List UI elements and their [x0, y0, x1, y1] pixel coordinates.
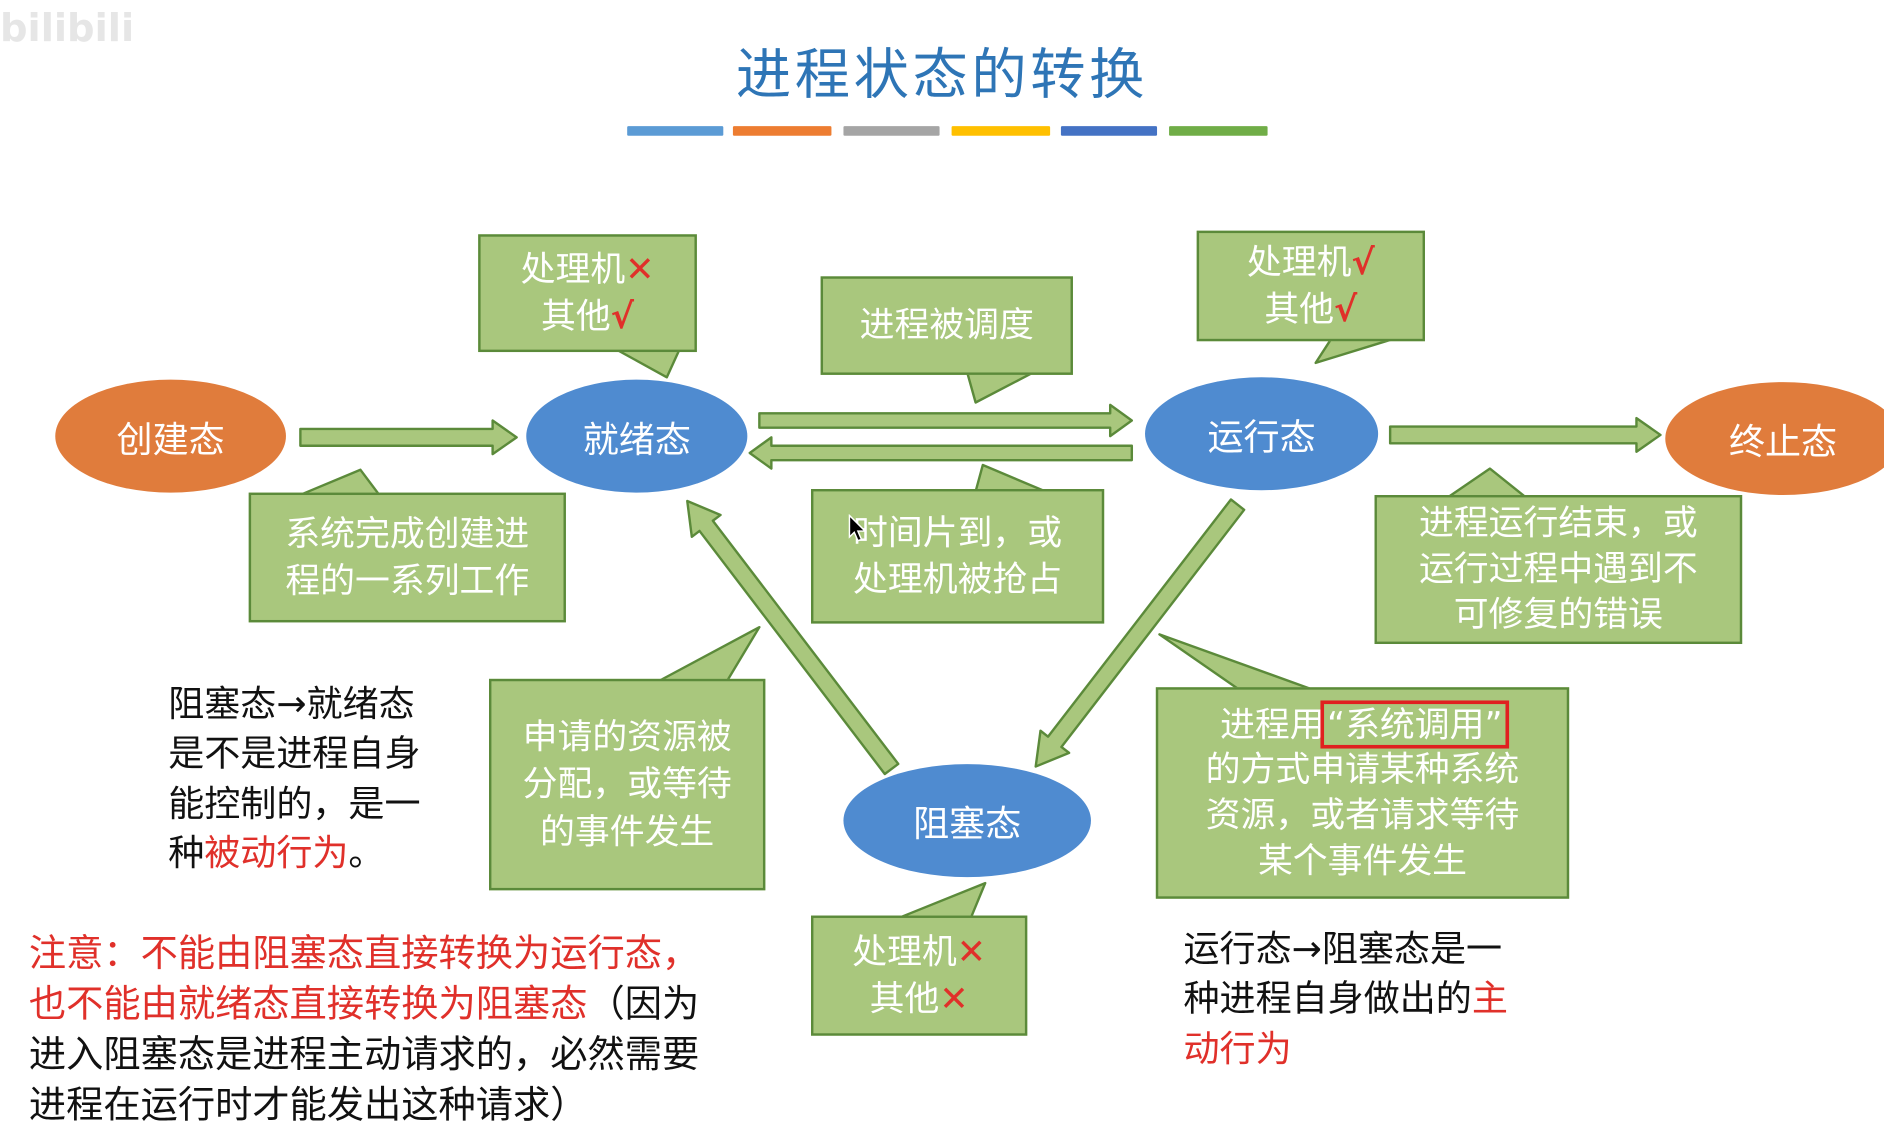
state-blocked: 阻塞态 [843, 764, 1091, 878]
slide-title: 进程状态的转换 [735, 42, 1149, 107]
callout-create-line1: 系统完成创建进 [285, 512, 530, 554]
cross-mark-icon: ✕ [956, 930, 987, 972]
callout-syscall-pre: 进程用 [1220, 703, 1325, 745]
callout-timeslice-line2: 处理机被抢占 [853, 558, 1063, 600]
pointer-dispatched [966, 371, 1035, 404]
arrow-blocked-to-ready [686, 499, 900, 776]
callout-running-status: 处理机√ 其他√ [1196, 230, 1425, 342]
state-ready-label: 就绪态 [582, 419, 691, 462]
state-new: 创建态 [55, 379, 286, 493]
note-passive-line1: 阻塞态→就绪态 [168, 683, 415, 726]
note-passive-emphasis: 被动行为 [204, 832, 349, 875]
state-running-label: 运行态 [1207, 416, 1316, 459]
callout-resource-line1: 申请的资源被 [522, 715, 732, 757]
callout-resource-line2: 分配，或等待 [522, 763, 732, 805]
note-warning-line4: 进程在运行时才能发出这种请求） [28, 1084, 588, 1128]
callout-ready-cpu-label: 处理机 [520, 248, 626, 290]
note-active-line1: 运行态→阻塞态是一 [1183, 928, 1503, 971]
callout-blocked-other-label: 其他 [869, 978, 940, 1019]
title-underline-2 [732, 126, 832, 136]
note-passive-line2: 是不是进程自身 [168, 733, 421, 776]
state-ready: 就绪态 [526, 379, 748, 493]
check-mark-icon: √ [1334, 288, 1358, 330]
callout-dispatched-text: 进程被调度 [859, 304, 1034, 346]
arrow-running-to-terminated [1388, 416, 1662, 453]
title-underline-1 [627, 126, 724, 136]
arrow-ready-to-running [758, 403, 1134, 438]
callout-syscall: 进程用“系统调用” 的方式申请某种系统 资源，或者请求等待 某个事件发生 [1155, 687, 1570, 899]
pointer-terminate [1446, 467, 1528, 499]
note-warning: 注意：不能由阻塞态直接转换为运行态， 也不能由就绪态直接转换为阻塞态（因为 进入… [29, 929, 699, 1131]
check-mark-icon: √ [1351, 240, 1375, 282]
callout-syscall-line4: 某个事件发生 [1257, 839, 1468, 881]
callout-resource: 申请的资源被 分配，或等待 的事件发生 [489, 678, 766, 891]
note-active: 运行态→阻塞态是一 种进程自身做出的主 动行为 [1183, 925, 1507, 1074]
state-terminated-label: 终止态 [1728, 421, 1838, 464]
state-terminated: 终止态 [1665, 382, 1884, 496]
callout-syscall-line2: 的方式申请某种系统 [1205, 748, 1520, 790]
state-blocked-label: 阻塞态 [913, 803, 1022, 846]
title-underline-3 [843, 126, 940, 136]
note-passive-line4-post: 。 [348, 832, 385, 875]
callout-timeslice: 时间片到，或 处理机被抢占 [811, 489, 1105, 624]
callout-blocked-status: 处理机✕ 其他✕ [811, 915, 1028, 1036]
callout-blocked-cpu-label: 处理机 [852, 930, 957, 972]
callout-create-line2: 程的一系列工作 [285, 559, 530, 601]
arrow-new-to-ready [299, 419, 518, 456]
note-active-emphasis-2: 动行为 [1183, 1028, 1292, 1071]
callout-ready-status: 处理机✕ 其他√ [478, 234, 697, 353]
callout-running-cpu-label: 处理机 [1246, 240, 1352, 282]
mouse-cursor-icon [848, 514, 867, 542]
callout-terminate: 进程运行结束，或 运行过程中遇到不 可修复的错误 [1374, 495, 1743, 645]
title-underline-6 [1169, 126, 1268, 136]
callout-resource-line3: 的事件发生 [540, 810, 715, 852]
note-warning-line2-post: （因为 [587, 983, 700, 1027]
callout-ready-other-label: 其他 [541, 295, 611, 337]
note-warning-line1: 注意：不能由阻塞态直接转换为运行态， [28, 932, 700, 976]
callout-terminate-line1: 进程运行结束，或 [1418, 502, 1698, 544]
state-new-label: 创建态 [116, 419, 225, 462]
pointer-ready-status [617, 349, 681, 379]
title-underline-5 [1060, 126, 1158, 136]
arrow-running-to-blocked [1034, 498, 1246, 768]
watermark: bilibili [0, 4, 135, 51]
callout-terminate-line2: 运行过程中遇到不 [1418, 548, 1698, 589]
callout-create: 系统完成创建进 程的一系列工作 [248, 492, 566, 623]
callout-running-other-label: 其他 [1264, 288, 1335, 330]
note-active-emphasis-1: 主 [1471, 978, 1508, 1021]
arrow-running-to-ready [748, 436, 1134, 470]
title-underline-4 [951, 126, 1051, 136]
note-passive-line4-pre: 种 [168, 832, 205, 875]
note-passive: 阻塞态→就绪态 是不是进程自身 能控制的，是一 种被动行为。 [168, 680, 420, 879]
callout-syscall-line3: 资源，或者请求等待 [1205, 794, 1520, 836]
callout-timeslice-line1: 时间片到，或 [853, 511, 1063, 553]
note-active-line2-pre: 种进程自身做出的 [1183, 978, 1472, 1021]
pointer-timeslice [974, 463, 1047, 493]
syscall-highlight: “系统调用” [1321, 700, 1509, 749]
callout-terminate-line3: 可修复的错误 [1453, 593, 1663, 635]
note-warning-line2: 也不能由就绪态直接转换为阻塞态 [28, 983, 588, 1027]
note-passive-line3: 能控制的，是一 [168, 783, 421, 826]
pointer-syscall [1158, 633, 1311, 690]
cross-mark-icon: ✕ [625, 248, 655, 290]
pointer-blocked-status [897, 881, 987, 920]
callout-dispatched: 进程被调度 [820, 276, 1073, 375]
state-running: 运行态 [1145, 377, 1379, 491]
check-mark-icon: √ [610, 295, 634, 337]
pointer-create [301, 468, 380, 496]
cross-mark-icon: ✕ [939, 978, 969, 1019]
note-warning-line3: 进入阻塞态是进程主动请求的，必然需要 [28, 1033, 700, 1077]
pointer-running-status [1314, 337, 1395, 365]
pointer-resource [657, 625, 761, 683]
